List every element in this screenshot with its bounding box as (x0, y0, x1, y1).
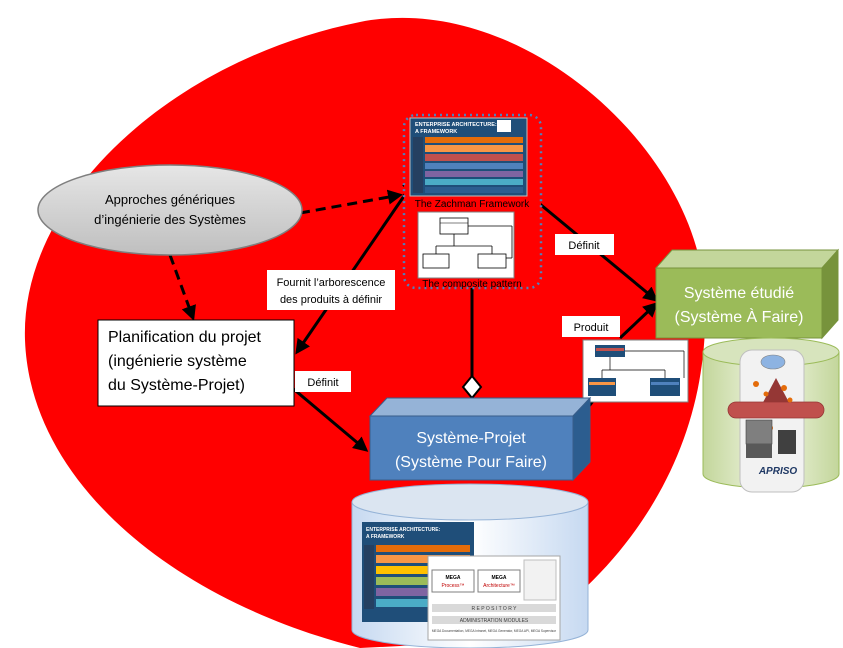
repository-zachman-image: ENTERPRISE ARCHITECTURE: A FRAMEWORK (362, 522, 474, 622)
repo-zachman-title-2: A FRAMEWORK (366, 534, 405, 540)
planning-line1: Planification du projet (108, 329, 262, 346)
label-fournit: Fournit l’arborescence des produits à dé… (267, 270, 395, 310)
mega-arch-2: Architecture™ (483, 583, 515, 589)
repository-cylinder: ENTERPRISE ARCHITECTURE: A FRAMEWORK MEG… (351, 483, 589, 648)
dashed-arrow-to-planning (168, 254, 196, 321)
systeme-etudie-box: Système étudié (Système À Faire) (654, 248, 840, 340)
apriso-cylinder: APRISO (702, 337, 840, 493)
arrow-zachman-planning (295, 177, 417, 355)
approaches-ellipse: Approches génériques d’ingénierie des Sy… (37, 164, 303, 256)
label-fournit-line1: Fournit l’arborescence (277, 277, 386, 289)
systeme-etudie-line1: Système étudié (684, 285, 794, 302)
composite-pattern-image (417, 211, 515, 279)
repo-zachman-title-1: ENTERPRISE ARCHITECTURE: (366, 527, 441, 533)
label-definit-left: Définit (295, 371, 351, 392)
approaches-label-line1: Approches génériques (105, 192, 236, 207)
mega-process-2: Process™ (441, 583, 464, 589)
zachman-poster-title-2: A FRAMEWORK (415, 129, 457, 135)
label-produit: Produit (562, 316, 620, 337)
label-definit-right-text: Définit (568, 240, 599, 252)
apriso-image: APRISO (727, 349, 825, 493)
systeme-etudie-line2: (Système À Faire) (675, 307, 804, 326)
label-produit-text: Produit (574, 322, 609, 334)
zachman-framework-image: ENTERPRISE ARCHITECTURE: A FRAMEWORK (409, 117, 528, 197)
zachman-caption: The Zachman Framework (415, 199, 530, 210)
mega-process-1: MEGA (446, 575, 461, 581)
planning-line3: du Système-Projet) (108, 377, 245, 394)
mega-arch-1: MEGA (492, 575, 507, 581)
zachman-group: ENTERPRISE ARCHITECTURE: A FRAMEWORK The… (402, 113, 543, 290)
planning-line2: (ingénierie système (108, 353, 247, 370)
label-definit-right: Définit (555, 234, 614, 255)
zachman-poster-title-1: ENTERPRISE ARCHITECTURE: (415, 122, 497, 128)
modules-line: MEGA Documentation, MEGA Intranet, MEGA … (432, 629, 557, 633)
repository-band: R E P O S I T O R Y (472, 606, 518, 612)
mega-product-image: MEGA Process™ MEGA Architecture™ R E P O… (427, 555, 561, 641)
approaches-label-line2: d’ingénierie des Systèmes (94, 212, 246, 227)
arrow-produit-systeme-etudie (618, 301, 659, 340)
admin-band: ADMINISTRATION MODULES (460, 618, 529, 624)
systeme-projet-line1: Système-Projet (416, 430, 526, 447)
planning-box: Planification du projet (ingénierie syst… (97, 319, 295, 407)
systeme-projet-line2: (Système Pour Faire) (395, 454, 547, 471)
composite-caption: The composite pattern (422, 279, 522, 290)
produit-diagram-image (582, 339, 689, 403)
label-definit-left-text: Définit (307, 377, 338, 389)
apriso-logo: APRISO (758, 466, 798, 477)
systeme-projet-box: Système-Projet (Système Pour Faire) (368, 396, 592, 482)
label-fournit-line2: des produits à définir (280, 294, 382, 306)
